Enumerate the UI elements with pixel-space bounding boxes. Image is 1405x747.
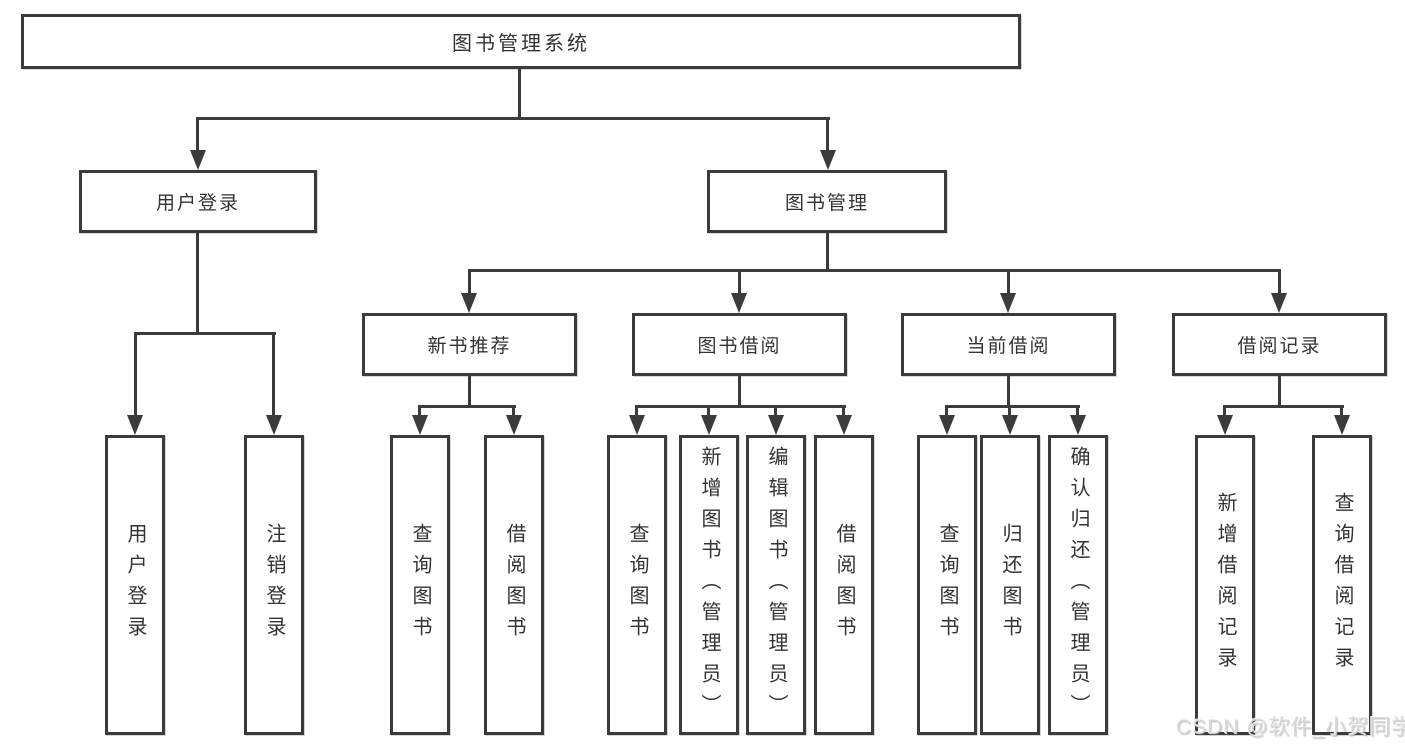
connector-line <box>1076 407 1079 417</box>
connector-line <box>738 376 741 407</box>
connector-line <box>635 407 638 417</box>
node-borrowing-records: 借阅记录 <box>1172 313 1387 376</box>
node-label: 当前借阅 <box>966 336 1051 357</box>
connector-line <box>1008 407 1011 417</box>
node-label: 用户登录 <box>124 523 146 647</box>
arrowhead-down-icon <box>701 415 717 435</box>
connector-line <box>945 407 948 417</box>
connector-line <box>826 119 829 152</box>
node-label: 借阅记录 <box>1237 336 1322 357</box>
csdn-watermark: CSDN @软件_小贺同学 <box>1176 716 1405 739</box>
arrowhead-down-icon <box>1271 293 1287 313</box>
leaf-borrow-books-borrowing: 借阅图书 <box>814 435 874 735</box>
node-user-login: 用户登录 <box>79 170 317 233</box>
node-label: 图书借阅 <box>697 336 782 357</box>
leaf-add-books-admin: 新增图书（管理员） <box>679 435 739 735</box>
arrowhead-down-icon <box>461 293 477 313</box>
connector-line <box>272 334 275 417</box>
connector-line <box>134 332 276 335</box>
node-label: 新增借阅记录 <box>1214 492 1236 678</box>
leaf-query-borrow-record: 查询借阅记录 <box>1312 435 1372 735</box>
leaf-edit-books-admin: 编辑图书（管理员） <box>746 435 806 735</box>
node-label: 查询图书 <box>409 523 431 647</box>
connector-line <box>196 117 830 120</box>
node-book-borrowing: 图书借阅 <box>632 313 847 376</box>
connector-line <box>635 405 846 408</box>
node-label: 图书管理 <box>784 193 869 214</box>
arrowhead-down-icon <box>412 415 428 435</box>
arrowhead-down-icon <box>768 415 784 435</box>
node-book-management: 图书管理 <box>707 170 947 233</box>
connector-line <box>468 271 471 295</box>
arrowhead-down-icon <box>1070 415 1086 435</box>
connector-line <box>468 376 471 407</box>
arrowhead-down-icon <box>1334 415 1350 435</box>
connector-line <box>518 69 521 119</box>
node-label: 归还图书 <box>999 523 1021 647</box>
leaf-query-books-borrowing: 查询图书 <box>607 435 667 735</box>
arrowhead-down-icon <box>266 415 282 435</box>
connector-line <box>418 407 421 417</box>
arrowhead-down-icon <box>1000 293 1016 313</box>
arrowhead-down-icon <box>731 293 747 313</box>
node-label: 注销登录 <box>263 523 285 647</box>
leaf-confirm-return-admin: 确认归还（管理员） <box>1048 435 1108 735</box>
connector-line <box>707 407 710 417</box>
arrowhead-down-icon <box>127 415 143 435</box>
connector-line <box>1223 407 1226 417</box>
node-label: 借阅图书 <box>833 523 855 647</box>
arrowhead-down-icon <box>820 150 836 170</box>
leaf-query-books-recommend: 查询图书 <box>390 435 450 735</box>
node-new-book-recommend: 新书推荐 <box>362 313 577 376</box>
connector-line <box>468 269 1281 272</box>
connector-line <box>418 405 516 408</box>
node-label: 新书推荐 <box>427 336 512 357</box>
arrowhead-down-icon <box>836 415 852 435</box>
arrowhead-down-icon <box>1217 415 1233 435</box>
connector-line <box>738 271 741 295</box>
arrowhead-down-icon <box>506 415 522 435</box>
connector-line <box>1007 271 1010 295</box>
node-label: 查询图书 <box>936 523 958 647</box>
connector-line <box>842 407 845 417</box>
arrowhead-down-icon <box>190 150 206 170</box>
node-label: 用户登录 <box>155 193 240 214</box>
leaf-logout: 注销登录 <box>244 435 304 735</box>
connector-line <box>1340 407 1343 417</box>
node-library-management-system: 图书管理系统 <box>21 14 1021 69</box>
arrowhead-down-icon <box>939 415 955 435</box>
connector-line <box>1278 271 1281 295</box>
node-label: 查询图书 <box>626 523 648 647</box>
leaf-query-books-current: 查询图书 <box>917 435 977 735</box>
leaf-user-login: 用户登录 <box>105 435 165 735</box>
leaf-return-books: 归还图书 <box>980 435 1040 735</box>
arrowhead-down-icon <box>1002 415 1018 435</box>
node-label: 编辑图书（管理员） <box>765 445 787 725</box>
leaf-add-borrow-record: 新增借阅记录 <box>1195 435 1255 735</box>
node-label: 借阅图书 <box>503 523 525 647</box>
connector-line <box>774 407 777 417</box>
connector-line <box>196 119 199 152</box>
connector-line <box>196 233 199 335</box>
node-label: 查询借阅记录 <box>1331 492 1353 678</box>
connector-line <box>1278 376 1281 407</box>
node-label: 图书管理系统 <box>452 33 590 55</box>
node-label: 新增图书（管理员） <box>698 445 720 725</box>
connector-line <box>826 233 829 271</box>
node-label: 确认归还（管理员） <box>1067 445 1089 725</box>
leaf-borrow-books-recommend: 借阅图书 <box>484 435 544 735</box>
connector-line <box>1007 376 1010 407</box>
connector-line <box>945 405 1080 408</box>
connector-line <box>1223 405 1344 408</box>
connector-line <box>512 407 515 417</box>
connector-line <box>134 334 137 417</box>
node-current-borrowing: 当前借阅 <box>901 313 1116 376</box>
arrowhead-down-icon <box>629 415 645 435</box>
